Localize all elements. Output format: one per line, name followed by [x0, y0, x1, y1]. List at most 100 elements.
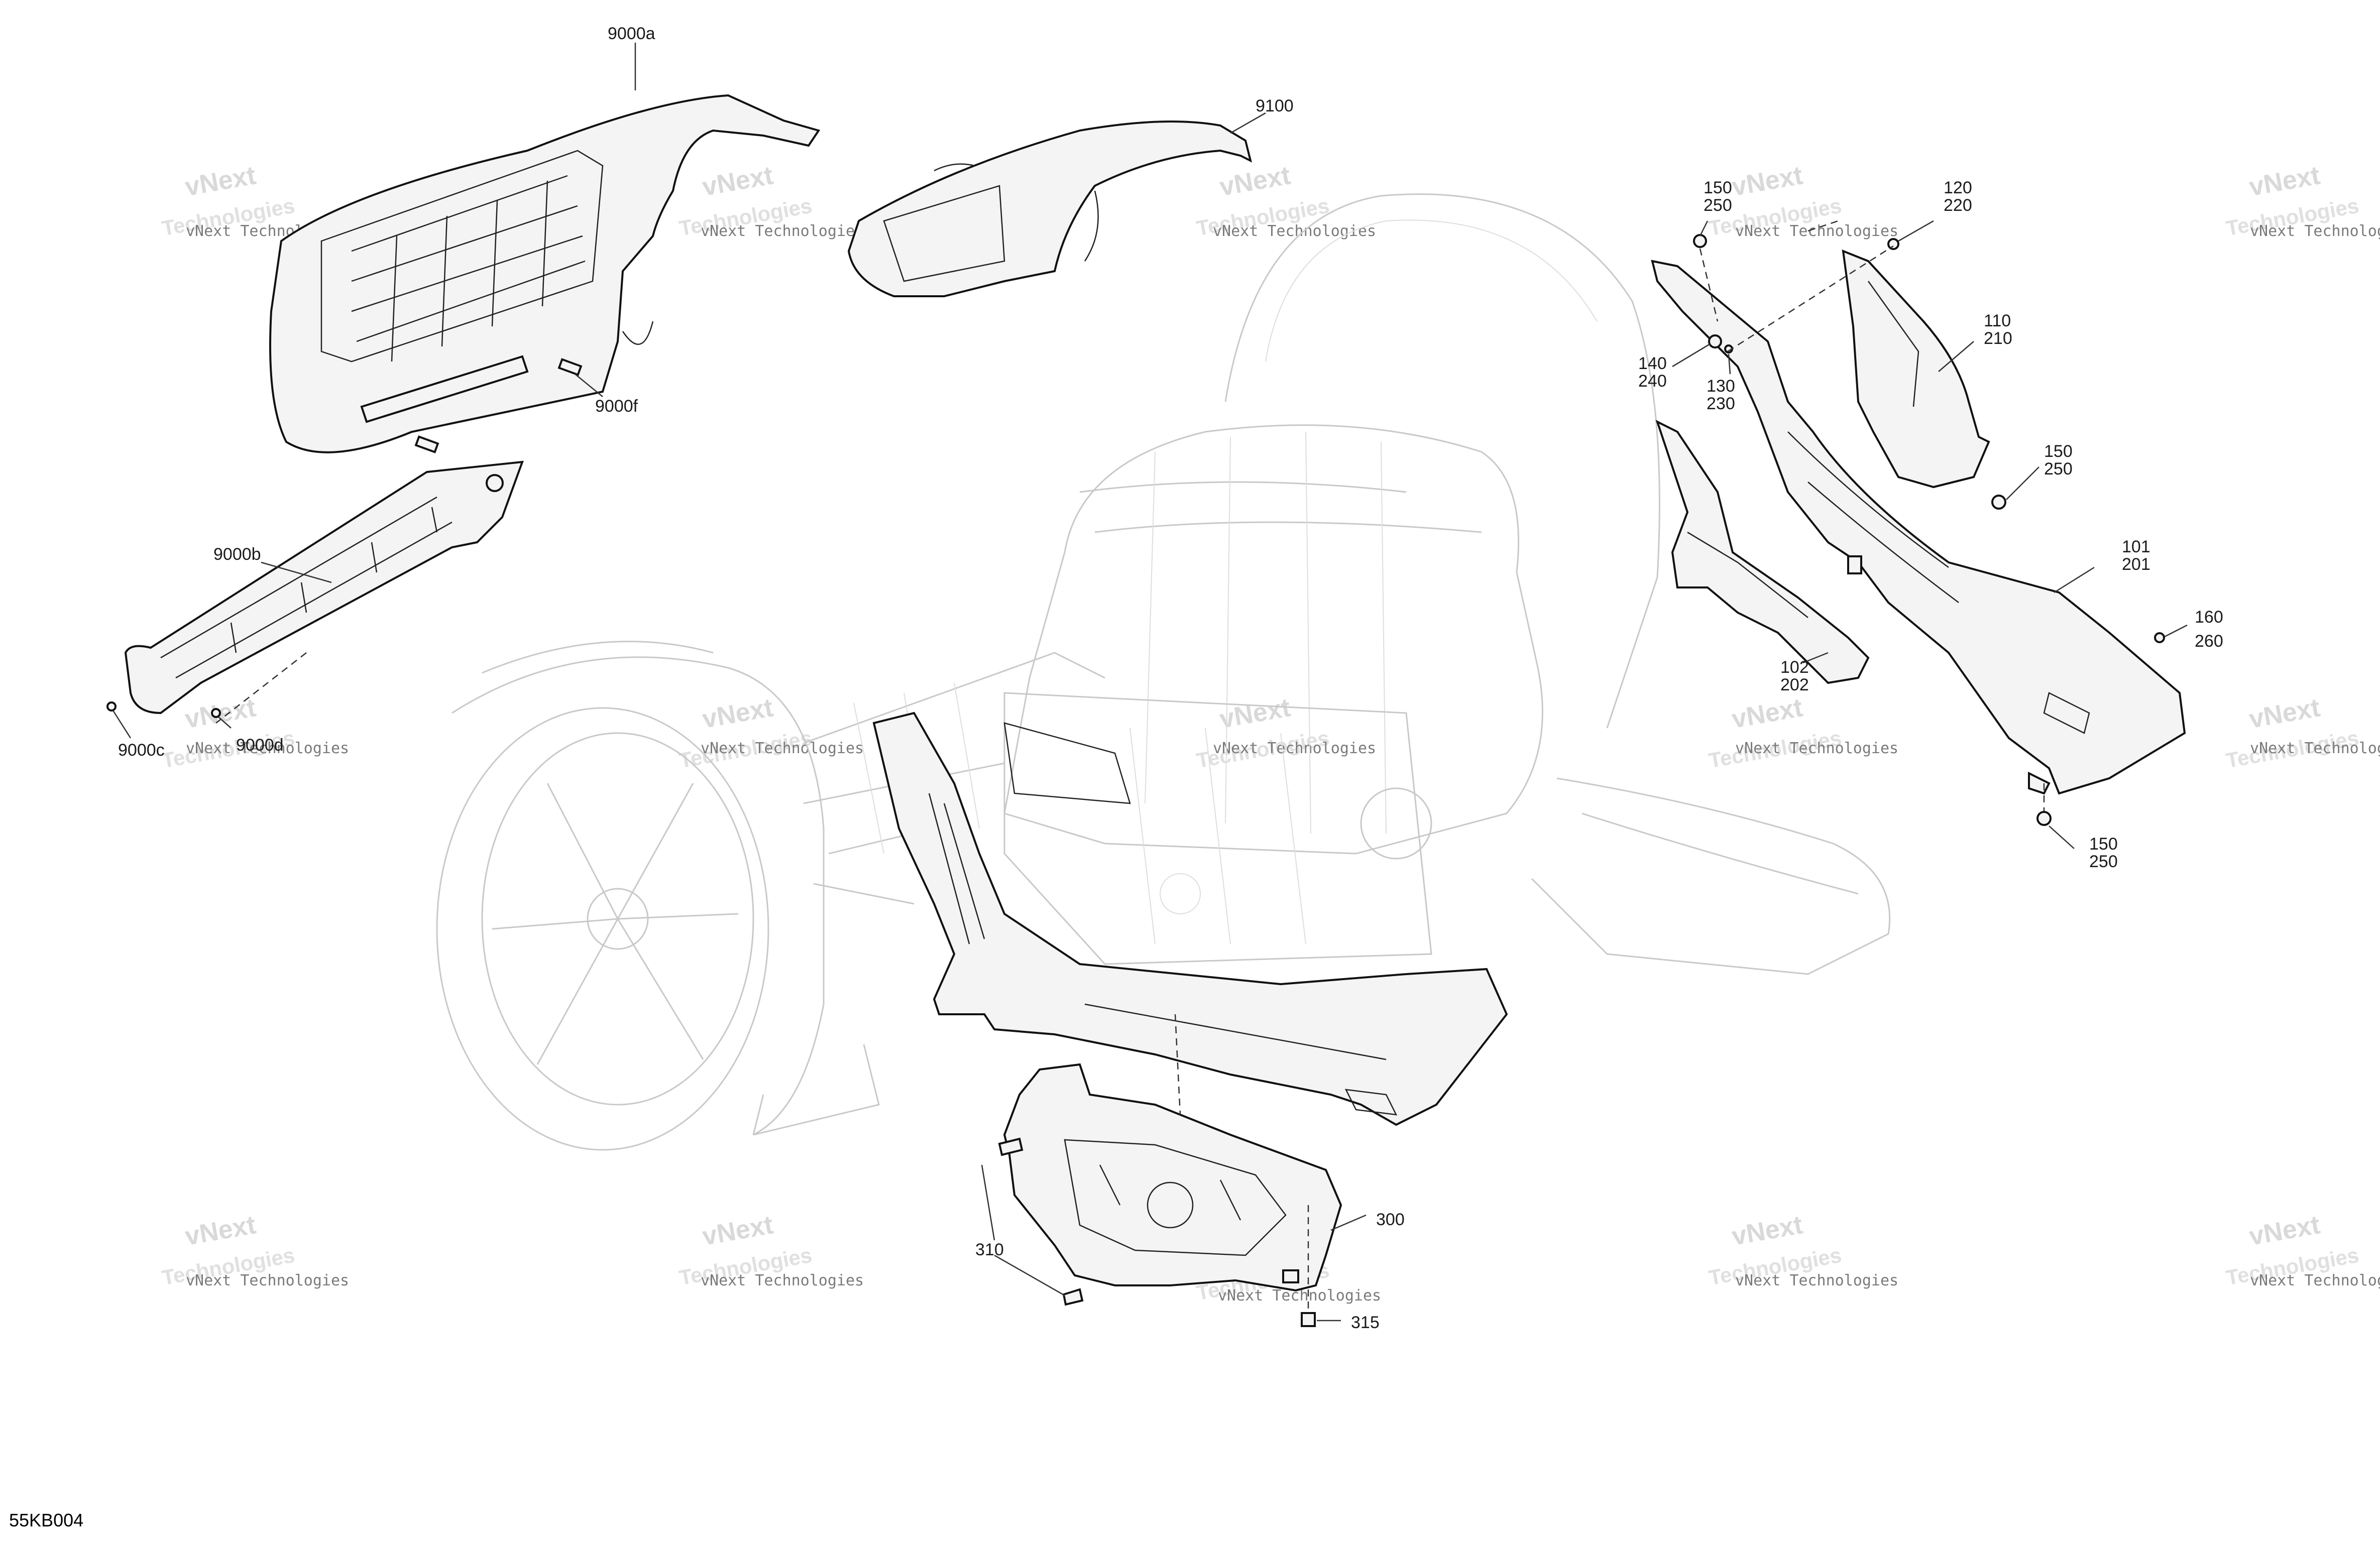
- screw-120: [1887, 238, 1899, 250]
- watermark-text: vNext: [1730, 693, 1805, 734]
- fascia-shell: [269, 94, 821, 453]
- lower-trim-strip: [360, 355, 529, 423]
- callout-9000c: 9000c: [118, 741, 165, 760]
- screw-160: [2154, 632, 2165, 643]
- wheel-hub: [587, 888, 649, 950]
- tank-cover-edge: [1084, 190, 1099, 262]
- callout-labels: 9000a 9100 9000f 9000b 9000c 9000d 150 2…: [118, 24, 2223, 1332]
- leader-102: [1802, 652, 1829, 664]
- watermark-text: vNext Technologies: [1735, 1272, 1898, 1289]
- watermark-text: vNext: [700, 1210, 775, 1251]
- tank-cover-slot: [934, 163, 975, 172]
- watermark: vNext Technologies: [2224, 693, 2361, 772]
- callout-150-a: 250: [1704, 196, 1732, 215]
- watermark: vNext Technologies: [1707, 693, 1844, 772]
- watermark-text: vNext: [1217, 693, 1293, 734]
- callout-9100: 9100: [1256, 96, 1294, 115]
- alignment-lines: [215, 220, 2045, 1311]
- watermark: vNext Technologies: [677, 693, 814, 772]
- diagram-code: 55KB004: [9, 1510, 83, 1530]
- callout-150-250-c: 150: [2089, 835, 2118, 854]
- leader-9000c: [112, 710, 132, 739]
- skid-plate-recess: [1064, 1139, 1287, 1256]
- callout-150-a: 150: [1704, 178, 1732, 197]
- part-belly-panel: [872, 711, 1508, 1126]
- callout-120-220: 220: [1944, 196, 1972, 215]
- watermark-text: vNext: [1730, 161, 1805, 202]
- watermark-text: vNext: [183, 161, 258, 202]
- callout-120-220: 120: [1944, 178, 1972, 197]
- rear-fender: [1224, 193, 1660, 729]
- callout-101-201: 101: [2122, 537, 2150, 556]
- side-trim-shell: [124, 460, 524, 715]
- watermark-text: vNext Technologies: [186, 740, 349, 757]
- part-front-fascia: [269, 94, 821, 453]
- side-panel-tab: [2028, 771, 2051, 795]
- callout-300: 300: [1376, 1210, 1405, 1229]
- watermark-text: vNext: [700, 161, 775, 202]
- watermark-text: vNext: [2247, 161, 2322, 202]
- screw-310-upper: [998, 1137, 1024, 1156]
- rear-body-line: [1581, 812, 1859, 895]
- fuel-tank-body: [1003, 424, 1543, 855]
- leader-110: [1938, 341, 1974, 372]
- callout-130-230: 230: [1707, 394, 1735, 413]
- leader-150-c: [2049, 825, 2075, 849]
- callout-102-202: 202: [1780, 675, 1809, 694]
- side-panel-shell: [1651, 260, 2186, 795]
- callout-9000a: 9000a: [608, 24, 655, 43]
- side-panel-lines: [1787, 431, 1959, 603]
- watermark-text: vNext Technologies: [2250, 740, 2380, 757]
- skid-plate-fastener-slot: [1282, 1269, 1299, 1283]
- callout-101-201: 201: [2122, 555, 2150, 574]
- alignment-line: [1699, 248, 1719, 322]
- watermark-text: vNext: [700, 693, 775, 734]
- skid-plate-shell: [1003, 1063, 1342, 1292]
- fender-edge: [752, 1094, 764, 1135]
- screw-310-lower: [1062, 1288, 1084, 1306]
- leader-300: [1330, 1214, 1367, 1231]
- callout-110-210: 110: [1984, 311, 2011, 330]
- skid-plate-ribs: [1099, 1164, 1241, 1221]
- fasteners-right: [1693, 234, 2165, 826]
- watermark-text: vNext: [2247, 1210, 2322, 1251]
- vehicle-ghost-outline: [436, 193, 1891, 1151]
- nut-150-a: [1693, 234, 1707, 248]
- inner-trim-line: [1687, 531, 1808, 618]
- clip-lower: [414, 435, 439, 453]
- watermark-text: vNext: [1217, 161, 1293, 202]
- clip-9000f: [557, 358, 583, 376]
- watermark-text: vNext Technologies: [2250, 222, 2380, 240]
- callout-310: 310: [975, 1240, 1004, 1259]
- nut-140: [1708, 334, 1722, 348]
- tank-cover-recess: [883, 185, 1005, 282]
- wheel-spokes: [492, 783, 739, 1065]
- engine-block: [1003, 692, 1432, 965]
- callout-140-240: 140: [1638, 354, 1667, 373]
- part-knee-trim-110: [1842, 249, 1990, 489]
- inner-trim-shell: [1655, 420, 1870, 684]
- part-side-panel-101: [1651, 260, 2186, 795]
- watermark-text: vNext: [183, 1210, 258, 1251]
- leader-160: [2164, 624, 2188, 638]
- front-wheel-tire: [436, 707, 769, 1151]
- rear-body: [1531, 777, 1891, 975]
- leader-130: [1728, 353, 1731, 375]
- part-skid-plate: [998, 1063, 1342, 1327]
- grille-frame: [320, 150, 604, 363]
- belly-vent: [928, 793, 985, 944]
- part-inner-trim-102: [1655, 420, 1870, 684]
- engine-detail: [1160, 873, 1201, 914]
- front-fender: [451, 656, 880, 1136]
- watermark-text: vNext Technologies: [1735, 222, 1898, 240]
- callout-9000d: 9000d: [236, 736, 284, 755]
- watermark-text: vNext Technologies: [1213, 740, 1376, 757]
- part-tank-cover: [847, 121, 1252, 297]
- leader-9000b: [261, 561, 332, 583]
- callout-150-250-b: 150: [2044, 442, 2073, 461]
- leader-9000d: [218, 717, 232, 729]
- watermark-text: vNext Technologies: [1213, 222, 1376, 240]
- fascia-corner: [622, 321, 654, 345]
- fender-light: [482, 641, 714, 674]
- screw-9000d: [211, 708, 221, 718]
